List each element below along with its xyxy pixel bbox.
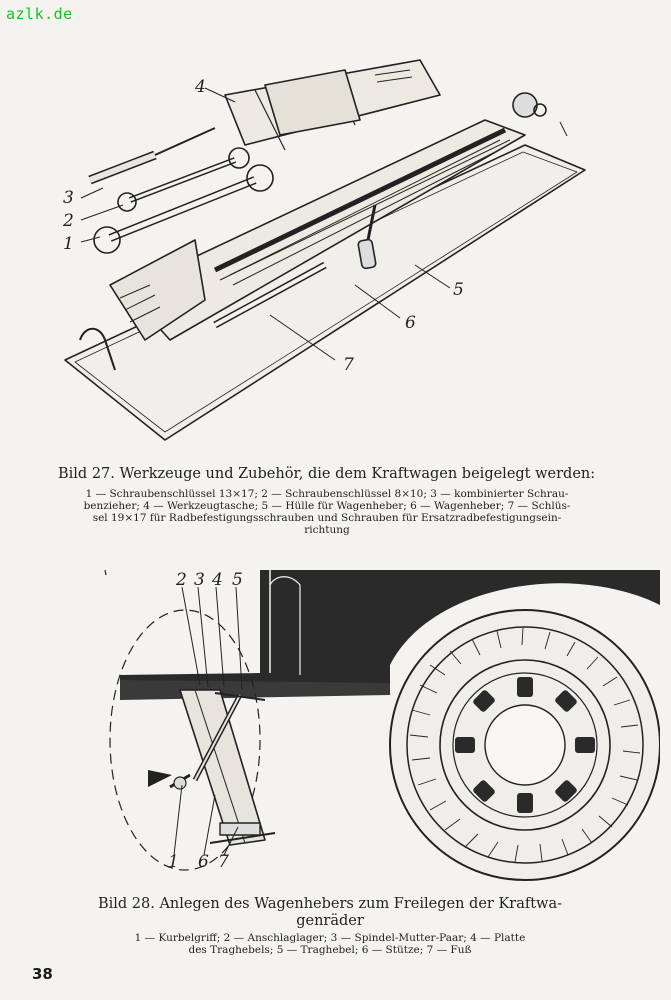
figure-28-legend-line: 1 — Kurbelgriff; 2 — Anschlaglager; 3 — … [134, 932, 526, 944]
fig27-label-1: 1 [63, 234, 74, 254]
figure-27-title: Bild 27. Werkzeuge und Zubehör, die dem … [58, 466, 596, 482]
figure-28-illustration: 2 3 4 5 1 6 7 [100, 565, 660, 885]
fig27-label-5: 5 [453, 280, 464, 300]
figure-27-illustration: 4 3 2 1 5 6 7 [55, 40, 615, 450]
fig28-label-7: 7 [218, 852, 229, 872]
figure-27-legend-line: sel 19×17 für Radbefestigungsschrauben u… [92, 512, 562, 524]
fig27-label-3: 3 [63, 188, 74, 208]
fig28-label-3: 3 [194, 570, 205, 590]
figure-27-legend-line: richtung [304, 524, 350, 536]
jack-drawing: 2 3 4 5 1 6 7 [104, 569, 660, 881]
figure-27-legend-line: benzieher; 4 — Werkzeugtasche; 5 — Hülle… [83, 500, 571, 512]
figure-28-title-line: Bild 28. Anlegen des Wagenhebers zum Fre… [97, 896, 563, 912]
fig27-label-4: 4 [194, 77, 206, 97]
fig27-label-6: 6 [405, 313, 416, 333]
fig28-label-1: 1 [168, 852, 179, 872]
figure-27-legend: 1 — Schraubenschlüssel 13×17; 2 — Schrau… [58, 488, 596, 536]
figure-28-title: Bild 28. Anlegen des Wagenhebers zum Fre… [90, 896, 570, 930]
fig27-label-2: 2 [62, 211, 74, 231]
fig28-label-4: 4 [211, 570, 223, 590]
fig28-label-2: 2 [175, 570, 187, 590]
figure-28-legend: 1 — Kurbelgriff; 2 — Anschlaglager; 3 — … [100, 932, 560, 956]
figure-28-title-line: genräder [296, 913, 364, 929]
page-number: 38 [32, 965, 53, 983]
fig27-label-7: 7 [343, 355, 354, 375]
figure-28-legend-line: des Traghebels; 5 — Traghebel; 6 — Stütz… [188, 944, 472, 956]
watermark: azlk.de [6, 5, 73, 23]
fig28-label-5: 5 [232, 570, 243, 590]
figure-27-legend-line: 1 — Schraubenschlüssel 13×17; 2 — Schrau… [85, 488, 569, 500]
tools-drawing: 4 3 2 1 5 6 7 [62, 59, 586, 441]
fig28-label-6: 6 [198, 852, 209, 872]
